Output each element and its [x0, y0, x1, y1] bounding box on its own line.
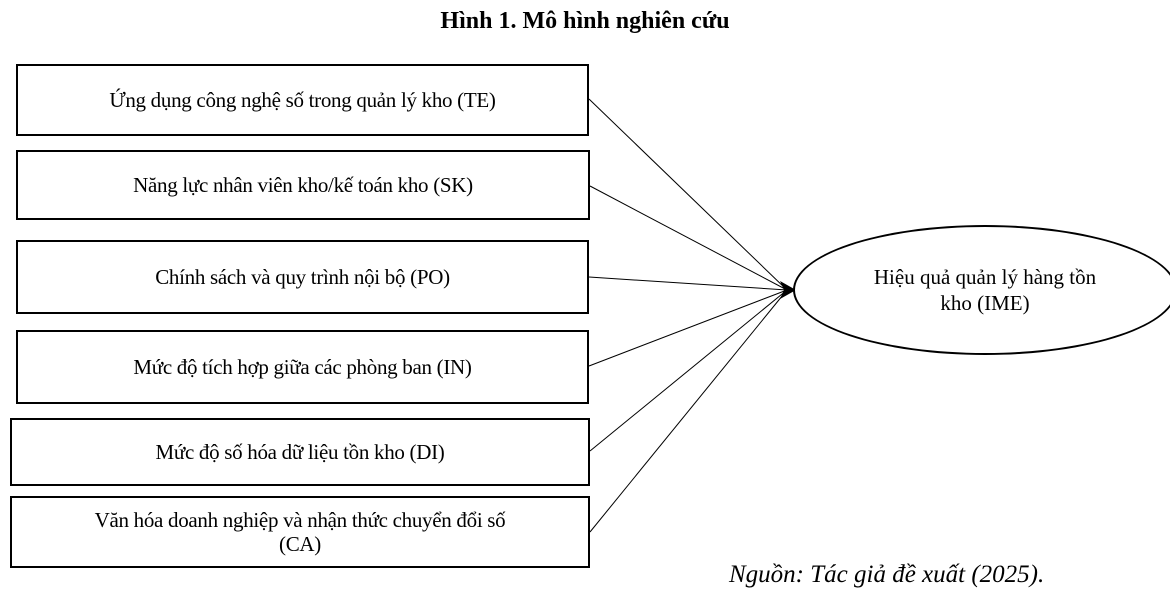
factor-label: Mức độ tích hợp giữa các phòng ban (IN): [133, 355, 472, 379]
arrow-sk-ime: [589, 185, 788, 291]
factor-label: Năng lực nhân viên kho/kế toán kho (SK): [133, 173, 473, 197]
arrow-te-ime: [588, 98, 788, 291]
factor-label: Chính sách và quy trình nội bộ (PO): [155, 265, 450, 289]
factor-box-in: Mức độ tích hợp giữa các phòng ban (IN): [16, 330, 589, 404]
figure-source: Nguồn: Tác giả đề xuất (2025).: [729, 561, 1045, 588]
factor-box-te: Ứng dụng công nghệ số trong quản lý kho …: [16, 64, 589, 136]
factor-label: Ứng dụng công nghệ số trong quản lý kho …: [109, 88, 496, 112]
arrow-in-ime: [588, 289, 788, 367]
arrowhead-icon: [780, 281, 796, 299]
factor-label: Văn hóa doanh nghiệp và nhận thức chuyển…: [94, 508, 506, 556]
factor-box-sk: Năng lực nhân viên kho/kế toán kho (SK): [16, 150, 590, 220]
figure-title: Hình 1. Mô hình nghiên cứu: [440, 8, 730, 34]
factor-box-po: Chính sách và quy trình nội bộ (PO): [16, 240, 589, 314]
arrow-po-ime: [588, 276, 788, 291]
factor-label: Mức độ số hóa dữ liệu tồn kho (DI): [155, 440, 445, 464]
outcome-ellipse-ime: Hiệu quả quản lý hàng tồn kho (IME): [793, 225, 1170, 355]
factor-box-di: Mức độ số hóa dữ liệu tồn kho (DI): [10, 418, 590, 486]
outcome-label: Hiệu quả quản lý hàng tồn kho (IME): [873, 265, 1097, 315]
arrow-ca-ime: [589, 289, 788, 533]
arrow-di-ime: [589, 289, 788, 452]
factor-box-ca: Văn hóa doanh nghiệp và nhận thức chuyển…: [10, 496, 590, 568]
